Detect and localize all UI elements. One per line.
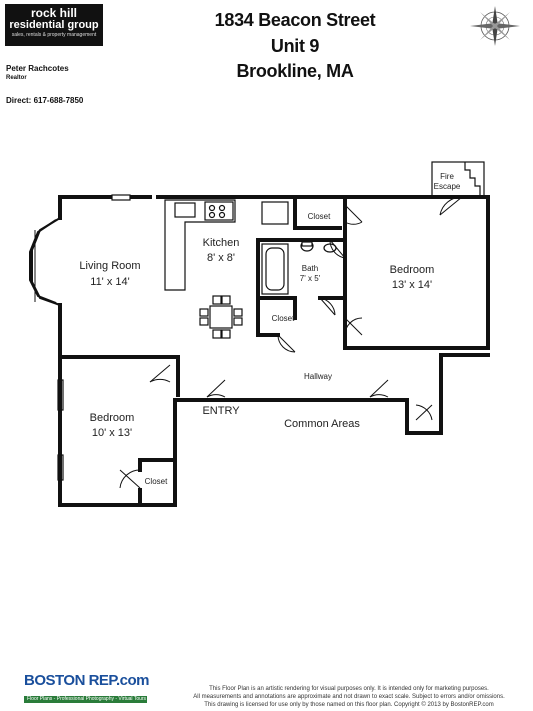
bedroom-left-size: 10' x 13' xyxy=(92,427,132,439)
closet-top-label: Closet xyxy=(308,212,331,221)
living-room-label: Living Room xyxy=(79,260,140,272)
logo-line1: rock hill xyxy=(30,6,77,20)
living-room-size: 11' x 14' xyxy=(90,276,129,288)
closet-left-label: Closet xyxy=(145,477,168,486)
realtor-name: Peter Rachcotes xyxy=(6,64,69,73)
disclaimer-line-3: This drawing is licensed for use only by… xyxy=(204,702,494,708)
address-unit: Unit 9 xyxy=(270,36,320,56)
company-logo: rock hill residential group sales, renta… xyxy=(5,4,103,46)
bostonrep-logo: BOSTON REP.com xyxy=(24,672,149,689)
closet-mid-label: Closet xyxy=(272,314,295,323)
logo-line2: residential group xyxy=(9,19,99,31)
doors xyxy=(119,196,463,489)
fire-escape-label-2: Escape xyxy=(434,182,461,191)
logo-tagline: sales, rentals & property management xyxy=(11,32,97,38)
common-areas-label: Common Areas xyxy=(284,418,360,430)
fire-escape-label-1: Fire xyxy=(440,172,454,181)
disclaimer-line-2: All measurements and annotations are app… xyxy=(193,694,505,700)
address-street: 1834 Beacon Street xyxy=(214,10,376,30)
bedroom-right-size: 13' x 14' xyxy=(392,279,432,291)
entry-label: ENTRY xyxy=(202,405,240,417)
realtor-title: Realtor xyxy=(6,75,27,81)
disclaimer: This Floor Plan is an artistic rendering… xyxy=(168,685,530,709)
bath-label: Bath xyxy=(302,264,318,273)
bath-size: 7' x 5' xyxy=(300,274,321,283)
compass-rose-icon xyxy=(470,6,520,46)
bostonrep-tagline: Floor Plans - Professional Photography -… xyxy=(24,696,147,703)
realtor-phone: Direct: 617-688-7850 xyxy=(6,96,84,105)
bath-fixtures xyxy=(261,240,337,295)
address-city: Brookline, MA xyxy=(236,61,354,81)
disclaimer-line-1: This Floor Plan is an artistic rendering… xyxy=(209,686,489,692)
hallway-label: Hallway xyxy=(304,372,332,381)
bedroom-right-label: Bedroom xyxy=(390,264,435,276)
kitchen-label: Kitchen xyxy=(203,237,240,249)
kitchen-size: 8' x 8' xyxy=(207,252,235,264)
bedroom-left-label: Bedroom xyxy=(90,412,135,424)
dining-table xyxy=(199,295,243,339)
